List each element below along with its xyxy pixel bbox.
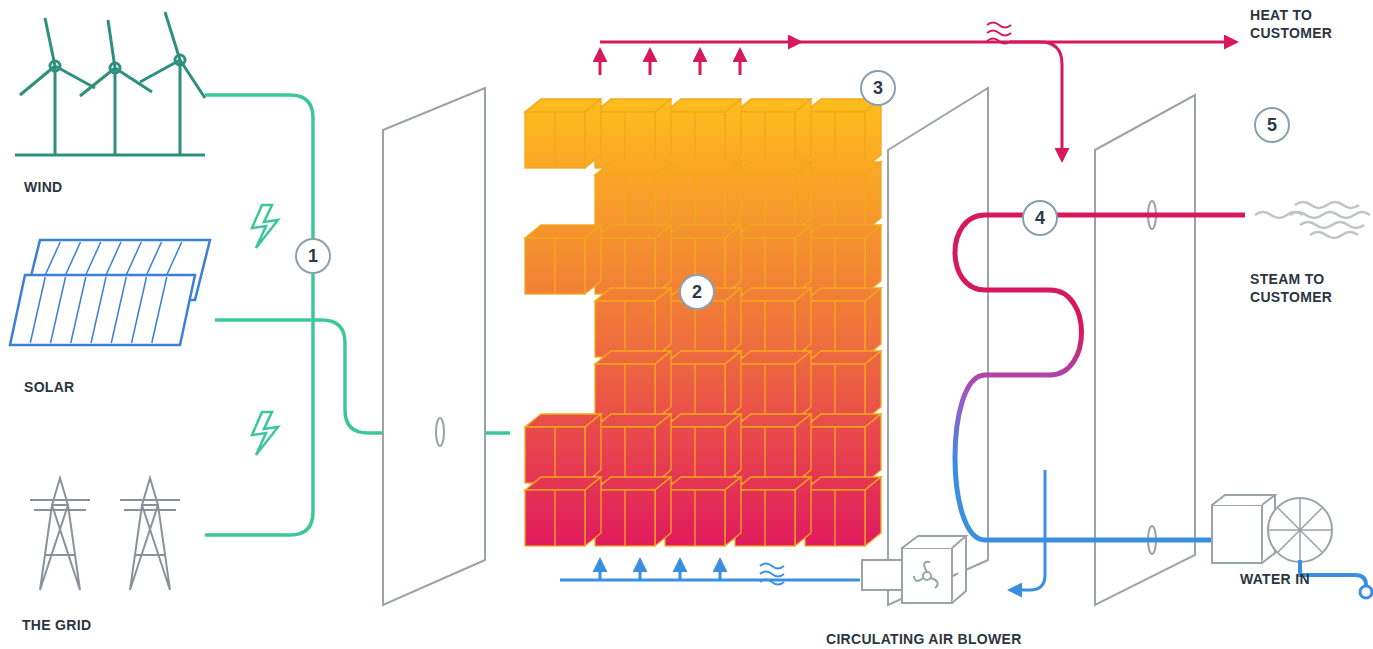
callout-number: 2: [692, 283, 702, 301]
part-label: WATER IN: [1240, 570, 1310, 588]
callout-number: 5: [1267, 116, 1277, 134]
part-label: CIRCULATING AIR BLOWER: [826, 630, 1022, 648]
part-label: STEAM TO CUSTOMER: [1250, 270, 1360, 306]
solar-cells: [30, 242, 182, 343]
callout-circle: 4: [1022, 200, 1058, 236]
part-label: HEAT TO CUSTOMER: [1250, 6, 1350, 42]
callout-circle: 1: [295, 238, 331, 274]
part-label: WIND: [24, 178, 63, 196]
callout-circle: 5: [1254, 107, 1290, 143]
water-pump: [1195, 495, 1372, 598]
solar-panels: [10, 240, 210, 345]
callout-circle: 3: [860, 70, 896, 106]
wind-turbines: [15, 12, 205, 155]
air-return: [560, 470, 1045, 590]
air-blower: [862, 536, 966, 603]
callout-number: 1: [308, 247, 318, 265]
callout-number: 4: [1035, 209, 1045, 227]
lightning-bolts: [252, 205, 278, 455]
pylons: [30, 478, 180, 590]
insulation-walls: [383, 88, 1195, 605]
heat-flow: [600, 23, 1236, 161]
part-label: SOLAR: [24, 378, 75, 396]
steam-waves: [1255, 202, 1370, 238]
part-label: THE GRID: [22, 616, 91, 634]
callout-number: 3: [873, 79, 883, 97]
thermal-storage-blocks: [525, 99, 881, 546]
callout-circle: 2: [679, 274, 715, 310]
steam-coil: [955, 215, 1245, 540]
